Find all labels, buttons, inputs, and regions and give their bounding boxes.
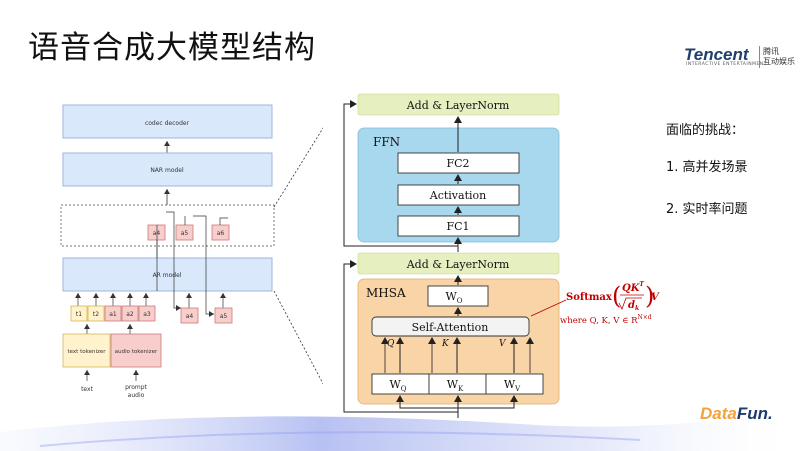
token-a1 [104, 305, 122, 322]
token-a2 [121, 305, 139, 322]
activation-label: Activation [429, 189, 486, 202]
wv-box [485, 373, 544, 395]
output-token-a4 [180, 307, 199, 324]
ar-model-label: AR model [153, 272, 182, 279]
ffn-label: FFN [373, 135, 400, 149]
token-a6 [211, 224, 230, 241]
self-attention-box [371, 316, 530, 337]
text-tokenizer-box [62, 333, 111, 368]
q-label: Q [387, 339, 395, 349]
nar-model-label: NAR model [150, 167, 184, 174]
logo-divider [759, 46, 760, 68]
logo-cn-line2: 互动娱乐 [763, 57, 795, 66]
logo-cn-line1: 腾讯 [763, 47, 779, 56]
wo-label: WO [445, 290, 462, 305]
datafun-logo-part-a: Data [700, 404, 737, 423]
add-norm-bottom-label: Add & LayerNorm [406, 258, 510, 271]
generated-tokens-region [60, 204, 275, 247]
token-a5 [175, 224, 194, 241]
add-norm-top-label: Add & LayerNorm [406, 99, 510, 112]
softmax-v: V [651, 292, 660, 303]
softmax-denominator: dk [628, 300, 639, 312]
token-t2 [87, 305, 105, 322]
token-a5-label: a5 [181, 230, 189, 237]
token-a3 [138, 305, 156, 322]
add-norm-bottom [357, 252, 560, 275]
text-tokenizer-label: text tokenizer [67, 349, 106, 355]
softmax-formula: Softmax ( QKT dk ) V where Q, K, V ∈ RN×… [560, 281, 660, 326]
self-attention-label: Self-Attention [412, 321, 489, 334]
token-a4-label: a4 [153, 230, 161, 237]
decorative-swoosh [0, 412, 802, 451]
output-token-a5 [214, 307, 233, 324]
token-a6-label: a6 [217, 230, 225, 237]
fc1-label: FC1 [446, 220, 469, 233]
nar-model-box [62, 152, 273, 187]
k-label: K [441, 339, 450, 349]
output-token-a5-label: a5 [220, 313, 228, 320]
mhsa-label: MHSA [366, 286, 406, 300]
softmax-numerator: QKT [622, 281, 644, 294]
transformer-block: Add & LayerNorm FFN FC2 Activation FC1 A… [323, 92, 661, 418]
datafun-logo-part-b: Fun. [736, 404, 773, 423]
token-t1-label: t1 [76, 311, 82, 318]
add-norm-top [357, 93, 560, 116]
codec-decoder-box [62, 104, 273, 139]
fc2-box [397, 152, 520, 174]
token-a4 [147, 224, 166, 241]
softmax-word: Softmax [566, 292, 613, 303]
token-t1 [70, 305, 88, 322]
prompt-audio-label-1: prompt [125, 384, 147, 391]
token-a2-label: a2 [126, 311, 134, 318]
left-diagram: codec decoder NAR model a4 a5 a6 AR mode… [60, 104, 275, 399]
token-a1-label: a1 [109, 311, 117, 318]
activation-box [397, 184, 520, 206]
ar-model-box [62, 257, 273, 292]
challenge-item: 2. 实时率问题 [666, 202, 748, 217]
wk-label: WK [447, 378, 464, 393]
v-label: V [499, 339, 507, 349]
codec-decoder-label: codec decoder [145, 120, 190, 127]
fc2-label: FC2 [446, 157, 469, 170]
svg-text:): ) [645, 282, 654, 310]
tencent-logo: Tencent [684, 45, 749, 64]
challenge-item: 1. 高并发场景 [666, 160, 748, 175]
tencent-logo-cn: 腾讯 互动娱乐 [763, 47, 799, 67]
svg-text:(: ( [612, 282, 621, 310]
tencent-logo-tagline: INTERACTIVE ENTERTAINMENT [686, 62, 767, 67]
token-t2-label: t2 [93, 311, 99, 318]
wo-box [427, 285, 489, 307]
fc1-box [397, 215, 520, 237]
token-a3-label: a3 [143, 311, 151, 318]
datafun-logo: DataFun. [700, 404, 773, 424]
prompt-audio-label-2: audio [128, 392, 145, 399]
audio-tokenizer-label: audio tokenizer [115, 349, 158, 355]
text-input-label: text [81, 386, 93, 393]
zoom-connector-bottom [273, 290, 339, 413]
wv-label: WV [504, 378, 521, 393]
audio-tokenizer-box [110, 333, 162, 368]
output-token-a4-label: a4 [186, 313, 194, 320]
wq-label: WQ [389, 378, 406, 393]
challenges-heading: 面临的挑战： [666, 123, 745, 138]
slide-title: 语音合成大模型结构 [28, 30, 316, 66]
where-text: where Q, K, V ∈ RN×d [560, 314, 652, 326]
formula-pointer [530, 299, 567, 317]
